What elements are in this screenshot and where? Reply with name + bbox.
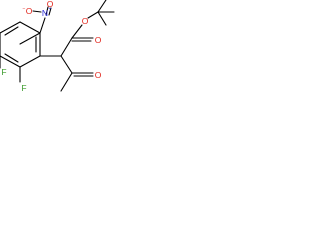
- bond-ring-nitro: [39, 17, 46, 34]
- bond-alpha-ketone-c: [60, 55, 73, 74]
- structural-formula: N + O O − O O O F F: [0, 0, 115, 93]
- ring-bond: [19, 32, 41, 45]
- ring-double-bond: [4, 26, 19, 36]
- tbu-bond: [97, 11, 107, 26]
- bond-ester-c-o-single: [71, 24, 83, 39]
- nitro-o-top-label: O: [47, 0, 54, 9]
- ester-group: O O: [71, 0, 115, 45]
- tbu-bond: [97, 0, 107, 13]
- ring-bond: [19, 55, 41, 68]
- ester-o-double-label: O: [95, 35, 102, 45]
- bond-ketone-methyl: [60, 72, 73, 92]
- nitro-o-left-charge: −: [23, 6, 26, 12]
- ketone-o-label: O: [95, 70, 102, 80]
- bond-n-o-left: [32, 10, 42, 13]
- nitro-n-charge: +: [49, 6, 52, 12]
- fluoro-substituents: F F: [0, 55, 27, 93]
- bond-n-o-top: [45, 6, 49, 16]
- bond-alpha-ester-c: [60, 37, 73, 57]
- nitro-o-left-label: O: [26, 6, 33, 16]
- ring-bond: [19, 21, 41, 34]
- ring-bond: [0, 55, 21, 68]
- side-chain: [39, 37, 73, 74]
- ketone-group: O: [60, 70, 102, 92]
- nitro-group: N + O O −: [23, 0, 54, 34]
- fluoro-1-label: F: [21, 83, 26, 93]
- ring-bond: [0, 21, 21, 34]
- ring-double-bond: [4, 53, 19, 63]
- nitro-n-label: N: [42, 8, 48, 18]
- bond-o-tbu: [87, 11, 99, 19]
- fluoro-2-label: F: [1, 67, 6, 77]
- ester-o-single-label: O: [82, 16, 89, 26]
- bond-n-o-top: [48, 7, 52, 16]
- benzene-ring: [0, 21, 41, 68]
